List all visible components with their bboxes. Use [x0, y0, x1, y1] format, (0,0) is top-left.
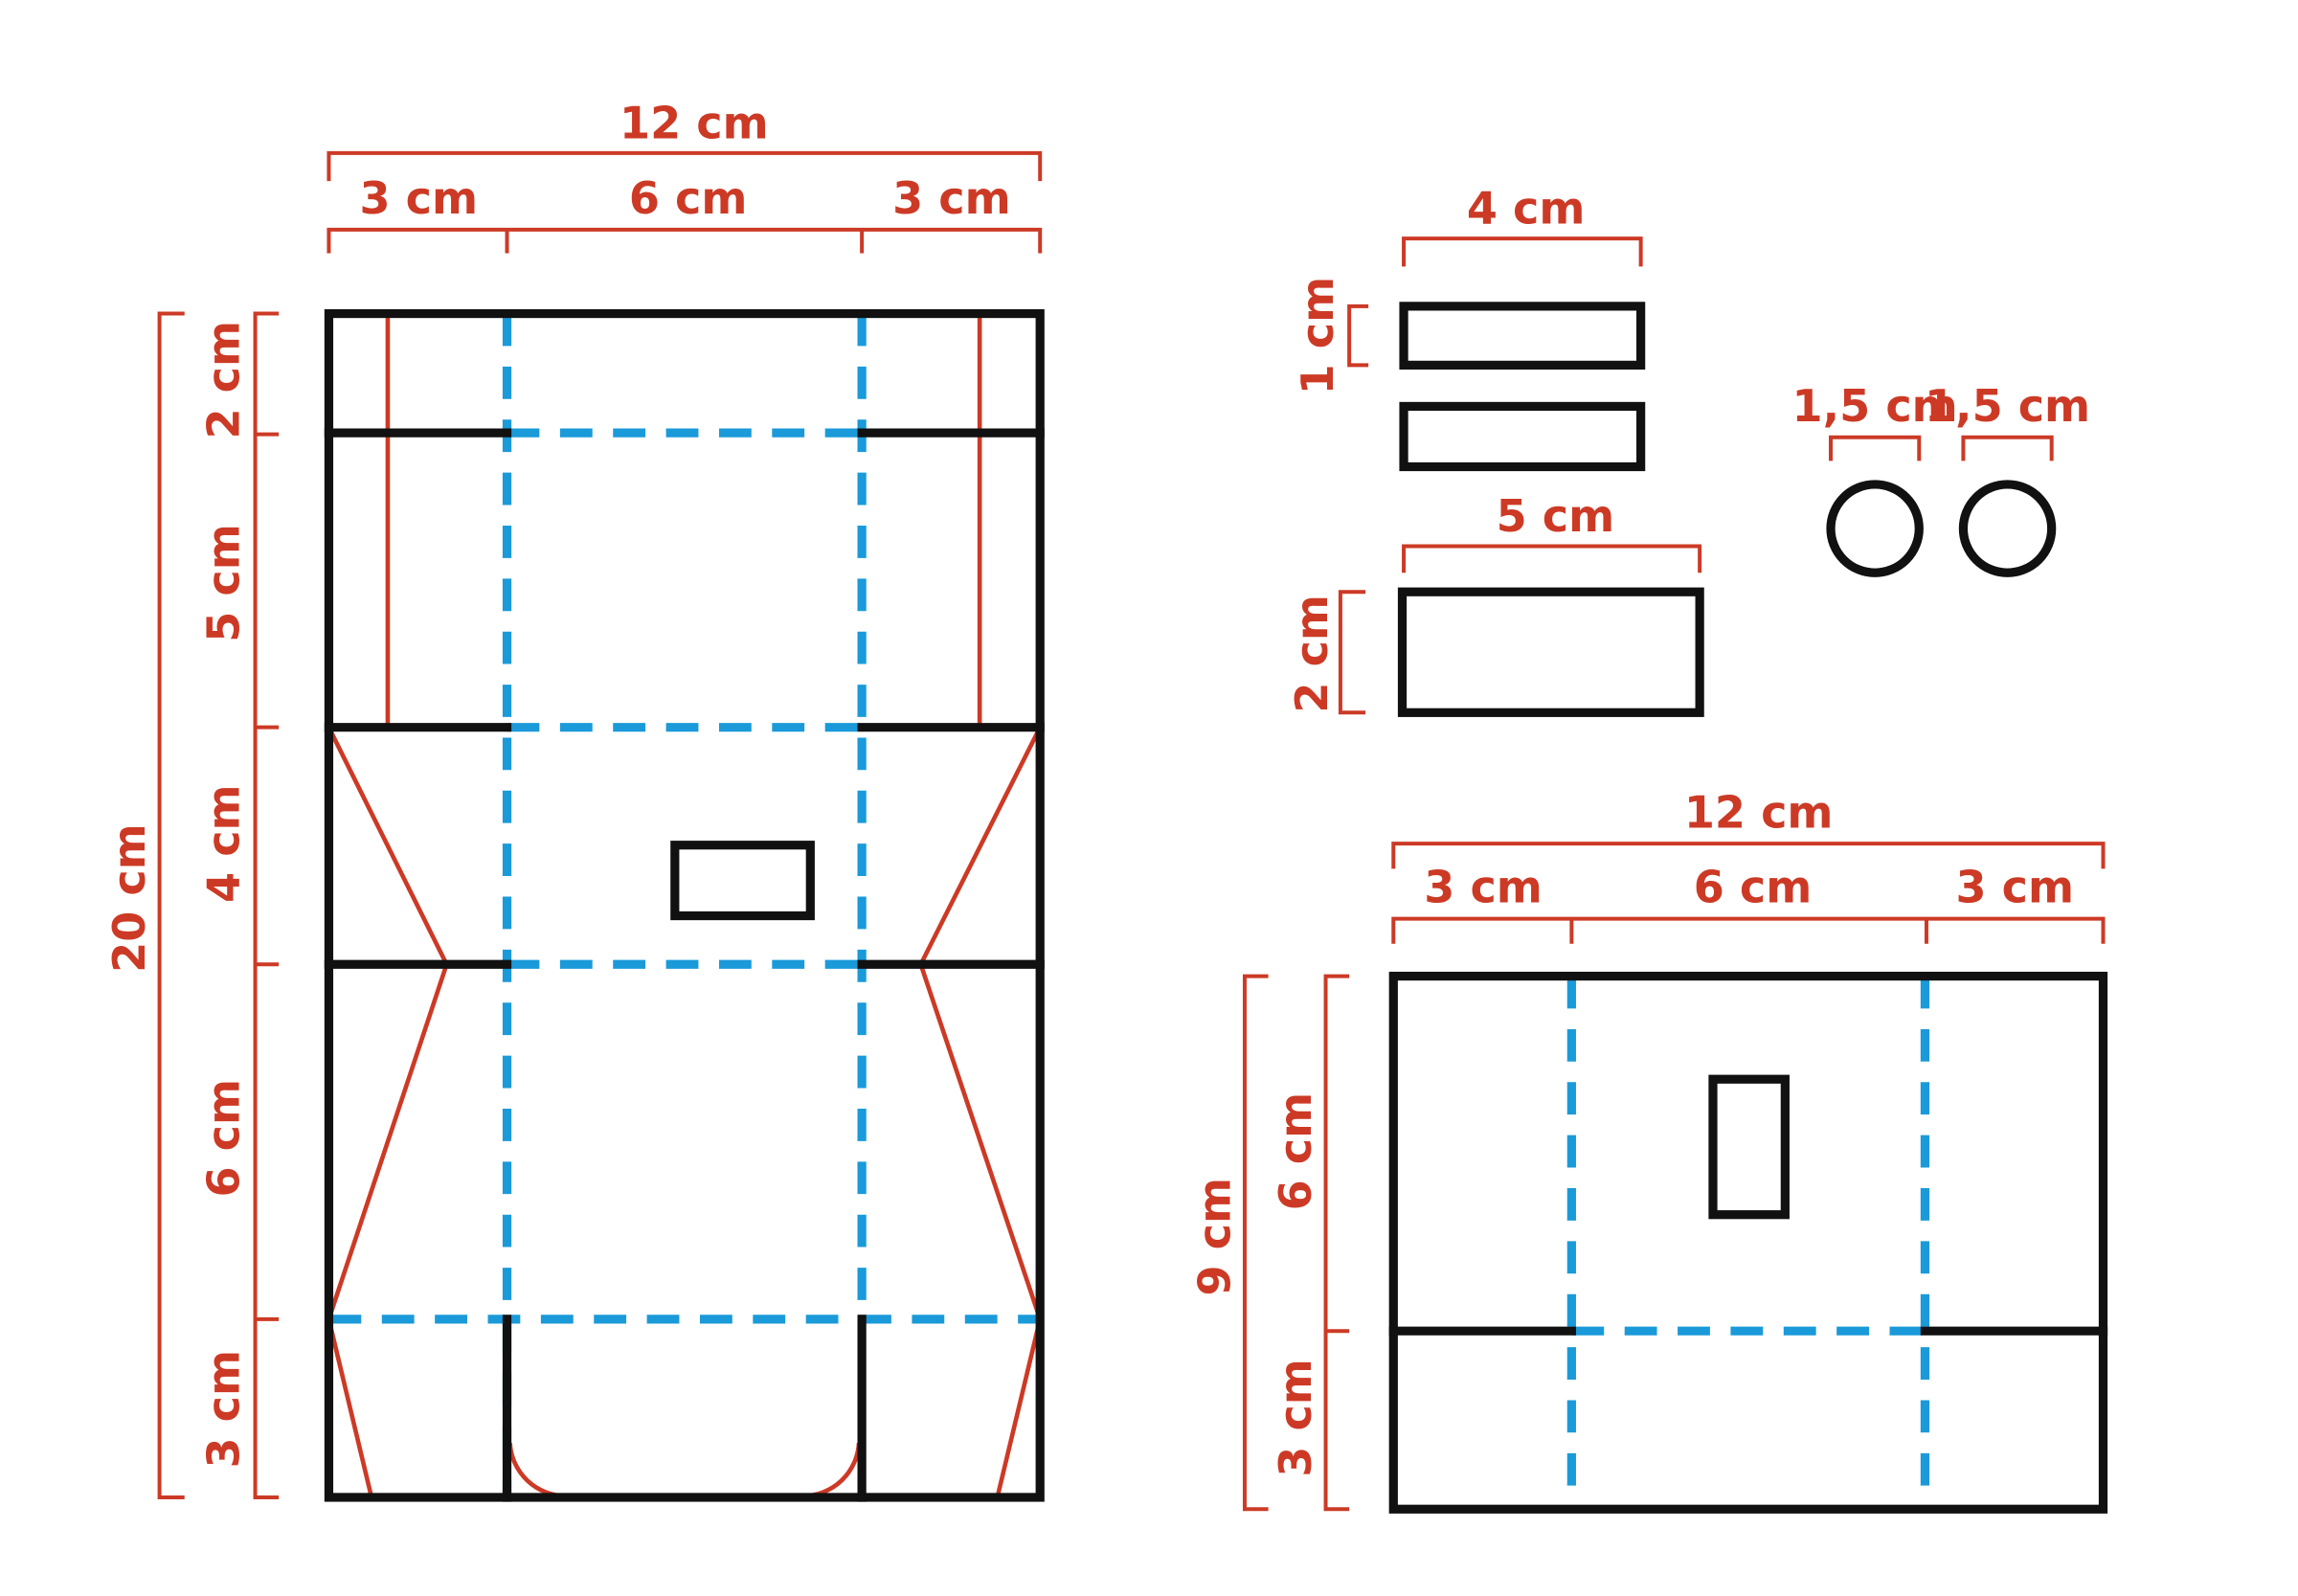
circle-pieces: 1,5 cm 1,5 cm	[1792, 380, 2090, 577]
lid-height-dimensions: 9 cm 6 cm 3 cm	[1189, 974, 1350, 1512]
main-height-dimensions: 20 cm 2 cm 5 cm 4 cm 6 cm 3 cm	[103, 311, 280, 1499]
strip-pieces: 4 cm 1 cm 5 cm 2 cm	[1286, 183, 1704, 717]
main-window-cutout	[670, 841, 815, 921]
lid-width-total-label: 12 cm	[1684, 786, 1834, 838]
lid-cut-lines	[1388, 971, 2108, 1514]
lid-width-left-label: 3 cm	[1424, 862, 1543, 913]
circle-1	[1826, 480, 1924, 577]
lid-window-cutout	[1708, 1074, 1790, 1220]
circle-1-label: 1,5 cm	[1792, 380, 1958, 432]
plate-height-label: 2 cm	[1286, 595, 1338, 713]
main-width-right-label: 3 cm	[892, 172, 1011, 224]
strip-1	[1399, 302, 1646, 370]
main-width-center-label: 6 cm	[629, 172, 748, 224]
main-template: 12 cm 3 cm 6 cm 3 cm 20 cm 2 cm 5 cm 4 c…	[103, 98, 1045, 1502]
lid-template: 12 cm 3 cm 6 cm 3 cm 9 cm 6 cm 3 cm	[1189, 786, 2108, 1514]
lid-width-dimensions: 12 cm 3 cm 6 cm 3 cm	[1391, 786, 2106, 944]
lid-height-bottom-label: 3 cm	[1270, 1359, 1321, 1477]
main-width-dimensions: 12 cm 3 cm 6 cm 3 cm	[327, 98, 1043, 254]
strip-2	[1399, 401, 1646, 472]
lid-fold-lines	[1566, 976, 1930, 1510]
strip-width-label: 4 cm	[1467, 183, 1586, 235]
main-height-2-label: 5 cm	[198, 524, 250, 642]
plate-width-label: 5 cm	[1497, 490, 1615, 542]
main-width-left-label: 3 cm	[359, 172, 478, 224]
circle-2	[1958, 480, 2057, 577]
main-width-total-label: 12 cm	[620, 98, 769, 149]
main-fold-lines	[328, 313, 1041, 1497]
main-height-5-label: 3 cm	[198, 1350, 250, 1469]
lid-height-total-label: 9 cm	[1189, 1178, 1241, 1296]
lid-width-center-label: 6 cm	[1694, 862, 1813, 913]
main-height-1-label: 2 cm	[198, 321, 250, 439]
plate	[1397, 587, 1704, 717]
lid-height-top-label: 6 cm	[1270, 1092, 1321, 1211]
main-cut-lines	[324, 308, 1045, 1502]
circle-2-label: 1,5 cm	[1925, 380, 2090, 432]
main-height-total-label: 20 cm	[103, 823, 155, 973]
strip-height-label: 1 cm	[1292, 277, 1343, 395]
lid-width-right-label: 3 cm	[1955, 862, 2074, 913]
main-height-3-label: 4 cm	[198, 784, 250, 903]
main-height-4-label: 6 cm	[198, 1079, 250, 1198]
